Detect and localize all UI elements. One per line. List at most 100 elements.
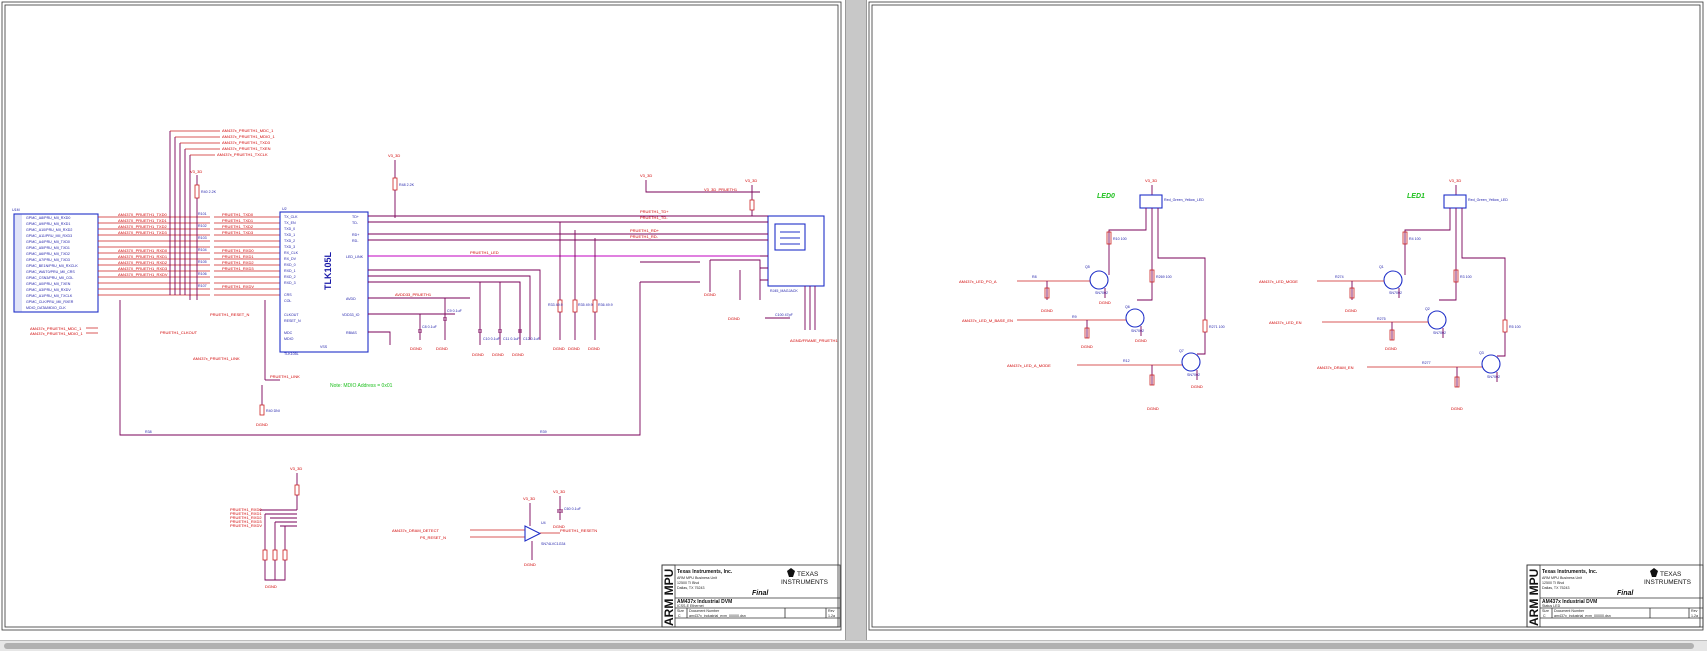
svg-text:R274: R274 bbox=[1335, 275, 1344, 279]
horizontal-scrollbar[interactable] bbox=[0, 640, 1707, 651]
svg-text:PRUETH1_RXDV: PRUETH1_RXDV bbox=[222, 284, 254, 289]
svg-text:RD+: RD+ bbox=[352, 233, 359, 237]
svg-text:AM437x_LED_MODE: AM437x_LED_MODE bbox=[1259, 279, 1298, 284]
svg-text:Status LED: Status LED bbox=[1542, 604, 1561, 608]
svg-text:GPMC_A10/PRU_MII_RXD2: GPMC_A10/PRU_MII_RXD2 bbox=[26, 228, 72, 232]
svg-text:GPMC_A4/PRU_MII_TXD0: GPMC_A4/PRU_MII_TXD0 bbox=[26, 240, 70, 244]
svg-text:PRUETH1_TXD3: PRUETH1_TXD3 bbox=[222, 230, 254, 235]
svg-text:AVDD: AVDD bbox=[346, 297, 356, 301]
svg-text:PRUETH1_RXD2: PRUETH1_RXD2 bbox=[222, 260, 254, 265]
svg-text:AM437x_PRUETH1_TXD3: AM437x_PRUETH1_TXD3 bbox=[222, 140, 271, 145]
connector-ref: U1M bbox=[12, 208, 20, 212]
svg-text:AM437x_PRUETH1_LINK: AM437x_PRUETH1_LINK bbox=[193, 356, 240, 361]
svg-text:PRUETH1_RXD0: PRUETH1_RXD0 bbox=[230, 507, 262, 512]
svg-text:R40 2.2K: R40 2.2K bbox=[201, 190, 217, 194]
svg-text:TEXAS: TEXAS bbox=[1660, 571, 1682, 578]
svg-text:AM437X_PRUETH1_RXD0: AM437X_PRUETH1_RXD0 bbox=[118, 248, 168, 253]
svg-text:TX_CLK: TX_CLK bbox=[284, 215, 298, 219]
svg-text:Q1: Q1 bbox=[1379, 265, 1384, 269]
svg-text:R269 100: R269 100 bbox=[1156, 275, 1172, 279]
svg-text:R271 100: R271 100 bbox=[1209, 325, 1225, 329]
svg-text:AM437x_PRUETH1_MDC_1: AM437x_PRUETH1_MDC_1 bbox=[30, 326, 82, 331]
svg-text:AM437X_PRUETH1_TXD0: AM437X_PRUETH1_TXD0 bbox=[118, 212, 167, 217]
svg-text:SN7002: SN7002 bbox=[1131, 329, 1144, 333]
svg-text:RXD_3: RXD_3 bbox=[284, 281, 296, 285]
svg-text:DGND: DGND bbox=[436, 346, 448, 351]
svg-text:AM437x_PRUETH1_MDC_1: AM437x_PRUETH1_MDC_1 bbox=[222, 128, 274, 133]
svg-text:R39: R39 bbox=[540, 430, 547, 434]
svg-text:R12: R12 bbox=[1123, 359, 1130, 363]
mii-bus-wires-left: AM437X_PRUETH1_TXD0 AM437X_PRUETH1_TXD1 … bbox=[98, 212, 195, 296]
svg-text:C10 0.1uF: C10 0.1uF bbox=[483, 337, 501, 341]
svg-text:CRS: CRS bbox=[284, 293, 292, 297]
scrollbar-thumb[interactable] bbox=[4, 643, 1694, 649]
reset-buffer-gate: AM437x_DRAM_DETECT PS_RESET_N PRUETH1_RE… bbox=[392, 489, 597, 567]
svg-text:TXD_3: TXD_3 bbox=[284, 245, 295, 249]
svg-text:GPMC_A3/PRU_MII_RXDV: GPMC_A3/PRU_MII_RXDV bbox=[26, 288, 71, 292]
svg-text:GPMC_CSN3/PRU_MII_COL: GPMC_CSN3/PRU_MII_COL bbox=[26, 276, 73, 280]
schematic-sheet-status-led[interactable]: LED0 V3_3D Red_Green_Yellow_LED R10 100 … bbox=[867, 0, 1707, 640]
svg-text:R48 2.2K: R48 2.2K bbox=[399, 183, 415, 187]
svg-text:GPMC_A0/PRU_MII_TXEN: GPMC_A0/PRU_MII_TXEN bbox=[26, 282, 71, 286]
svg-text:DGND: DGND bbox=[524, 562, 536, 567]
svg-text:Rev: Rev bbox=[1691, 609, 1698, 613]
svg-text:R36 49.9: R36 49.9 bbox=[598, 303, 613, 307]
svg-text:R33 49.9: R33 49.9 bbox=[548, 303, 563, 307]
svg-text:SN7002: SN7002 bbox=[1433, 331, 1446, 335]
mdio-address-note: Note: MDIO Address = 0x01 bbox=[330, 383, 393, 389]
svg-text:DGND: DGND bbox=[704, 292, 716, 297]
svg-text:R8: R8 bbox=[1032, 275, 1037, 279]
svg-text:GPMC_A7/PRU_MII_TXD3: GPMC_A7/PRU_MII_TXD3 bbox=[26, 258, 70, 262]
svg-text:Document Number: Document Number bbox=[689, 609, 720, 613]
svg-text:AM437x Industrial DVM: AM437x Industrial DVM bbox=[677, 599, 732, 605]
svg-text:DGND: DGND bbox=[472, 352, 484, 357]
svg-text:AM437X_PRUETH1_RXD3: AM437X_PRUETH1_RXD3 bbox=[118, 266, 168, 271]
svg-text:COL: COL bbox=[284, 299, 291, 303]
svg-text:TXD_0: TXD_0 bbox=[284, 227, 295, 231]
svg-text:LED0: LED0 bbox=[1097, 193, 1115, 200]
svg-text:R35 49.9: R35 49.9 bbox=[578, 303, 593, 307]
svg-text:AM437x_PRUETH1_MDIO_1: AM437x_PRUETH1_MDIO_1 bbox=[222, 134, 275, 139]
svg-text:DGND: DGND bbox=[553, 524, 565, 529]
svg-text:AM437x_PRUETH1_TXCLK: AM437x_PRUETH1_TXCLK bbox=[217, 152, 268, 157]
svg-text:GPMC_A5/PRU_MII_TXD1: GPMC_A5/PRU_MII_TXD1 bbox=[26, 246, 70, 250]
ethernet-schematic-canvas: GPMC_A8/PRU_MII_RXD0 GPMC_A9/PRU_MII_RXD… bbox=[1, 1, 842, 631]
svg-text:R10 100: R10 100 bbox=[1113, 237, 1127, 241]
svg-text:Texas Instruments, Inc.: Texas Instruments, Inc. bbox=[677, 569, 733, 575]
svg-text:PS_RESET_N: PS_RESET_N bbox=[420, 535, 446, 540]
svg-text:PRUETH1_RESET_N: PRUETH1_RESET_N bbox=[210, 312, 249, 317]
svg-text:V3_3D_PRUETH1: V3_3D_PRUETH1 bbox=[704, 187, 738, 192]
svg-text:R9: R9 bbox=[1072, 315, 1077, 319]
svg-text:C60 0.1uF: C60 0.1uF bbox=[564, 507, 582, 511]
svg-text:RXD_2: RXD_2 bbox=[284, 275, 296, 279]
svg-text:AM437x_PRUETH1_MDIO_1: AM437x_PRUETH1_MDIO_1 bbox=[30, 331, 83, 336]
svg-text:DGND: DGND bbox=[1345, 308, 1357, 313]
svg-text:DGND: DGND bbox=[1099, 300, 1111, 305]
svg-text:SN7002: SN7002 bbox=[1389, 291, 1402, 295]
svg-text:TLK105L: TLK105L bbox=[284, 352, 299, 356]
svg-text:AM437x_LED_EN: AM437x_LED_EN bbox=[1269, 320, 1302, 325]
schematic-sheet-ethernet[interactable]: GPMC_A8/PRU_MII_RXD0 GPMC_A9/PRU_MII_RXD… bbox=[0, 0, 845, 640]
svg-text:R107: R107 bbox=[198, 284, 207, 288]
svg-text:AGND/FRAME_PRUETH1: AGND/FRAME_PRUETH1 bbox=[790, 338, 838, 343]
svg-text:U2: U2 bbox=[282, 207, 287, 211]
svg-text:Q5: Q5 bbox=[1085, 265, 1090, 269]
svg-text:1.2a: 1.2a bbox=[828, 614, 835, 618]
svg-text:C: C bbox=[678, 614, 681, 618]
svg-text:GPMC_A9/PRU_MII_RXD1: GPMC_A9/PRU_MII_RXD1 bbox=[26, 222, 70, 226]
pullup-top-left: V3_3D R40 2.2K bbox=[190, 169, 217, 300]
svg-text:ARM MPU Business Unit: ARM MPU Business Unit bbox=[1542, 576, 1582, 580]
svg-text:RJ45_MAGJACK: RJ45_MAGJACK bbox=[770, 289, 798, 293]
svg-text:C8 0.1uF: C8 0.1uF bbox=[422, 325, 438, 329]
svg-text:AM437x_DRAM_EN: AM437x_DRAM_EN bbox=[1317, 365, 1354, 370]
svg-text:1.2a: 1.2a bbox=[1691, 614, 1698, 618]
svg-text:12500 TI Blvd: 12500 TI Blvd bbox=[677, 581, 699, 585]
svg-text:DGND: DGND bbox=[265, 584, 277, 589]
svg-text:R104: R104 bbox=[198, 248, 207, 252]
svg-text:AM437X_PRUETH1_RXD1: AM437X_PRUETH1_RXD1 bbox=[118, 254, 168, 259]
svg-text:TD+: TD+ bbox=[352, 215, 359, 219]
rj45-magjack: RJ45_MAGJACK AGND/FRAME_PRUETH1 bbox=[760, 215, 838, 343]
svg-text:Size: Size bbox=[677, 609, 684, 613]
svg-text:TX_EN: TX_EN bbox=[284, 221, 296, 225]
svg-text:V3_3D: V3_3D bbox=[523, 496, 535, 501]
